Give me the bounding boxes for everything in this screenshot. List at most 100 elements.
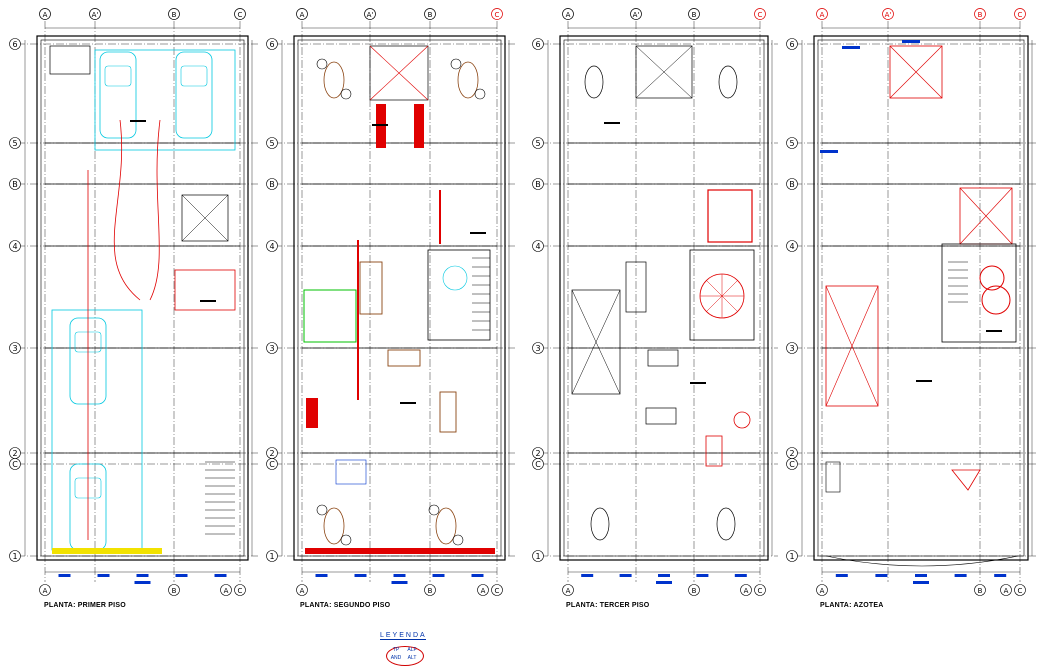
col-axis-label-bottom: B [978, 587, 983, 595]
car-outline [175, 51, 213, 139]
row-axis-bubble [9, 458, 21, 470]
col-axis-label-bottom: C [1018, 587, 1023, 595]
row-axis-label: 2 [269, 449, 274, 458]
outer-wall [813, 35, 1029, 561]
spiral-step [721, 295, 738, 312]
col-axis-label: C [495, 11, 500, 19]
row-axis-label: B [269, 180, 275, 189]
row-axis-bubble [9, 550, 21, 562]
row-axis-label: 2 [535, 449, 540, 458]
legend-cell-and: AND [390, 655, 402, 661]
row-axis-label: 6 [535, 40, 540, 49]
col-axis-label-bottom: B [692, 587, 697, 595]
col-axis-label: A' [633, 11, 640, 19]
dining-table [716, 507, 736, 541]
col-axis-bubble-bottom [740, 584, 752, 596]
row-axis-bubble [266, 458, 278, 470]
col-axis-bubble [816, 8, 828, 20]
elevator-shaft [442, 265, 468, 291]
dimension-tag [175, 574, 188, 577]
dimension-tag [842, 46, 860, 49]
dimension-tag [902, 40, 920, 43]
row-axis-label: 4 [789, 242, 794, 251]
col-axis-label: B [428, 11, 433, 19]
room-label-mark [986, 330, 1002, 332]
col-axis-label-bottom: C [238, 587, 243, 595]
col-axis-bubble-bottom [1014, 584, 1026, 596]
row-axis-bubble [532, 240, 544, 252]
spiral-step [706, 280, 723, 297]
dimension-tag-total [913, 581, 929, 584]
plan-2-details [303, 45, 495, 554]
chair [474, 88, 486, 100]
stair-core [427, 249, 491, 341]
duct-cross [181, 194, 229, 242]
row-axis-label: C [269, 460, 275, 469]
light-well-cross [889, 45, 943, 99]
legend-cell-tp: TP [392, 647, 400, 653]
col-axis-label-bottom: C [495, 587, 500, 595]
col-axis-bubble-bottom [754, 584, 766, 596]
dimension-tag [915, 574, 927, 577]
col-axis-label-bottom: B [172, 587, 177, 595]
room-label-mark [604, 122, 620, 124]
light-well-cross [635, 45, 693, 99]
col-axis-bubble-bottom [1000, 584, 1012, 596]
dining-table [323, 507, 345, 545]
drain-symbol [951, 469, 981, 491]
row-axis-bubble [266, 550, 278, 562]
row-axis-label: 5 [12, 139, 17, 148]
row-axis-label: 1 [12, 552, 17, 561]
legend-symbol [386, 646, 424, 666]
parking-zone-top [94, 49, 236, 151]
outer-wall [36, 35, 249, 561]
row-axis-bubble [9, 137, 21, 149]
water-tank [981, 285, 1011, 315]
row-axis-bubble [9, 342, 21, 354]
col-axis-label-bottom: A [224, 587, 229, 595]
row-axis-bubble [532, 342, 544, 354]
light-well-cross [369, 45, 429, 101]
col-axis-bubble-bottom [974, 584, 986, 596]
row-axis-bubble [532, 178, 544, 190]
car-outline [99, 51, 137, 139]
col-axis-bubble-bottom [562, 584, 574, 596]
dining-table [435, 507, 457, 545]
col-axis-label: A' [92, 11, 99, 19]
legend-cell-alt: ALT [407, 655, 417, 661]
row-axis-bubble [9, 178, 21, 190]
spiral-step [706, 295, 723, 312]
col-axis-bubble [562, 8, 574, 20]
col-axis-bubble [39, 8, 51, 20]
col-axis-label: B [692, 11, 697, 19]
col-axis-bubble-bottom [234, 584, 246, 596]
row-axis-bubble [266, 38, 278, 50]
dimension-tag [315, 574, 328, 577]
ramp-arrow [149, 119, 161, 301]
col-axis-label: B [172, 11, 177, 19]
dining-table [590, 507, 610, 541]
chair [316, 58, 328, 70]
dimension-tag [58, 574, 71, 577]
inner-wall [817, 39, 1025, 557]
col-axis-label: A [820, 11, 825, 19]
plan-title-4: PLANTA: AZOTEA [820, 602, 884, 609]
plan-3-details [571, 45, 755, 541]
col-axis-bubble [1014, 8, 1026, 20]
stair-core [689, 249, 755, 341]
chair [340, 88, 352, 100]
dining-table [457, 61, 479, 99]
inner-wall [563, 39, 765, 557]
sofa [647, 349, 679, 367]
dimension-tag [875, 574, 888, 577]
dimension-tag [658, 574, 670, 577]
green-zone [303, 289, 357, 343]
col-axis-bubble [424, 8, 436, 20]
room-label-mark [372, 124, 388, 126]
col-axis-bubble-bottom [688, 584, 700, 596]
chair [316, 504, 328, 516]
row-axis-label: 3 [789, 344, 794, 353]
row-axis-label: 3 [269, 344, 274, 353]
void [571, 289, 621, 395]
